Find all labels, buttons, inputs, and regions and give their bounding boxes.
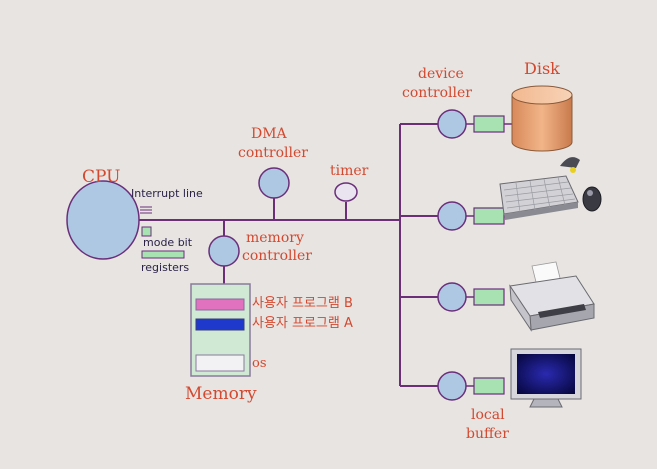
device-controller-label-1: device [418,66,464,82]
local-buffer-keyboard [473,207,505,225]
os-label: os [252,356,267,371]
local-buffer-label-2: buffer [466,426,509,442]
system-bus [138,123,438,387]
device-controller-label-2: controller [402,85,472,101]
interrupt-line-label: Interrupt line [131,187,203,200]
device-controller-keyboard [437,201,467,231]
device-controller-disk [437,109,467,139]
monitor-icon [510,348,582,408]
mode-bit-label: mode bit [143,236,193,249]
memory-controller-label-1: memory [246,230,304,246]
dma-controller-label-2: controller [238,145,308,161]
registers-label: registers [141,261,190,274]
memory-program-b [195,298,245,311]
disk-icon [511,85,573,152]
disk-label: Disk [524,59,560,78]
dma-controller-label-1: DMA [251,126,287,142]
memory-os [195,354,245,372]
registers-box [141,250,185,259]
mode-bit-box [141,226,152,237]
local-buffer-monitor [473,377,505,395]
memory-label: Memory [185,384,257,404]
cpu-node [66,180,140,260]
memory-controller-label-2: controller [242,248,312,264]
local-buffer-label-1: local [471,407,505,423]
memory-controller-node [208,235,240,267]
program-b-label: 사용자 프로그램 B [252,296,353,311]
device-controller-monitor [437,371,467,401]
printer-icon [509,261,595,332]
dma-controller-node [258,167,290,199]
memory-program-a [195,318,245,331]
cpu-label: CPU [82,167,121,187]
program-a-label: 사용자 프로그램 A [252,316,353,331]
device-controller-printer [437,282,467,312]
timer-label: timer [330,163,369,179]
timer-node [334,182,358,202]
local-buffer-printer [473,288,505,306]
interrupt-line-marks [140,206,152,214]
local-buffer-disk [473,115,505,133]
device-controllers [437,109,512,401]
keyboard-mouse-icon [499,157,602,220]
